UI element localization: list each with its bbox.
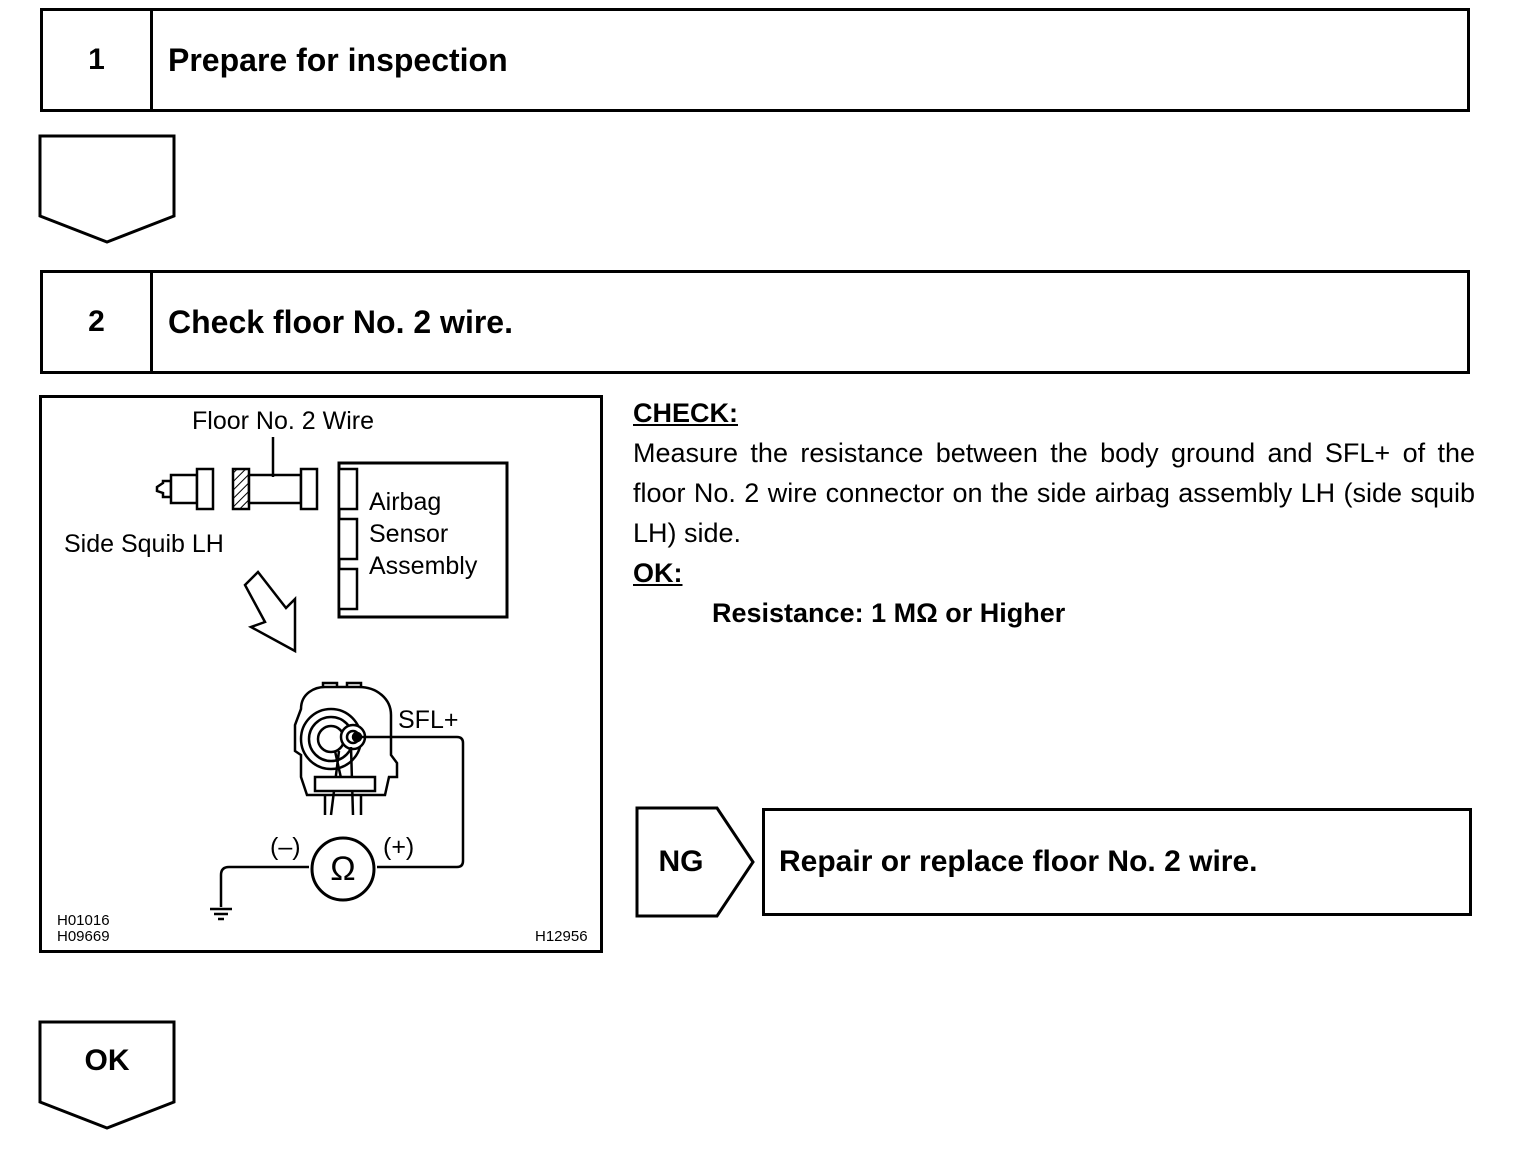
check-text: Measure the resistance between the body …: [633, 438, 1475, 548]
step-1-title: Prepare for inspection: [168, 41, 508, 78]
ng-action: Repair or replace floor No. 2 wire.: [762, 808, 1472, 916]
ok-heading: OK:: [633, 558, 683, 588]
step-1-box: 1 Prepare for inspection: [40, 8, 1470, 112]
check-section: CHECK: Measure the resistance between th…: [633, 393, 1475, 633]
ok-arrow-icon: [38, 1020, 176, 1130]
down-arrow-icon: [38, 134, 176, 244]
terminal-label: SFL+: [398, 706, 459, 734]
side-squib-connector-icon: [155, 467, 215, 511]
figure-code-3: H12956: [535, 928, 588, 945]
resistance-spec: Resistance: 1 MΩ or Higher: [712, 598, 1066, 628]
positive-label: (+): [383, 833, 415, 861]
ng-arrow-icon: [635, 806, 755, 918]
negative-label: (–): [270, 833, 301, 861]
sensor-label-line3: Assembly: [369, 552, 478, 580]
side-squib-label: Side Squib LH: [64, 530, 224, 558]
meter-wiring-icon: [210, 731, 465, 921]
step-2-title: Check floor No. 2 wire.: [168, 303, 513, 340]
connector-face-icon: [293, 681, 399, 816]
floor-wire-label: Floor No. 2 Wire: [192, 407, 374, 435]
figure-code-2: H09669: [57, 928, 110, 945]
ng-label: NG: [658, 845, 704, 878]
ohm-symbol: Ω: [330, 850, 356, 888]
figure-code-1: H01016: [57, 912, 110, 929]
sensor-label-line1: Airbag: [369, 488, 442, 516]
step-2-box: 2 Check floor No. 2 wire.: [40, 270, 1470, 374]
step-1-number: 1: [43, 11, 153, 109]
floor-wire-connector-icon: [231, 437, 319, 511]
ok-label: OK: [84, 1044, 130, 1077]
sensor-label-line2: Sensor: [369, 520, 449, 548]
step-2-number: 2: [43, 273, 153, 371]
direction-arrow-icon: [243, 570, 297, 654]
wiring-diagram: Floor No. 2 Wire Side Squib LH Airbag Se…: [39, 395, 603, 953]
ohmmeter-icon: [310, 836, 376, 902]
check-heading: CHECK:: [633, 398, 738, 428]
airbag-sensor-assembly-icon: [337, 461, 509, 619]
